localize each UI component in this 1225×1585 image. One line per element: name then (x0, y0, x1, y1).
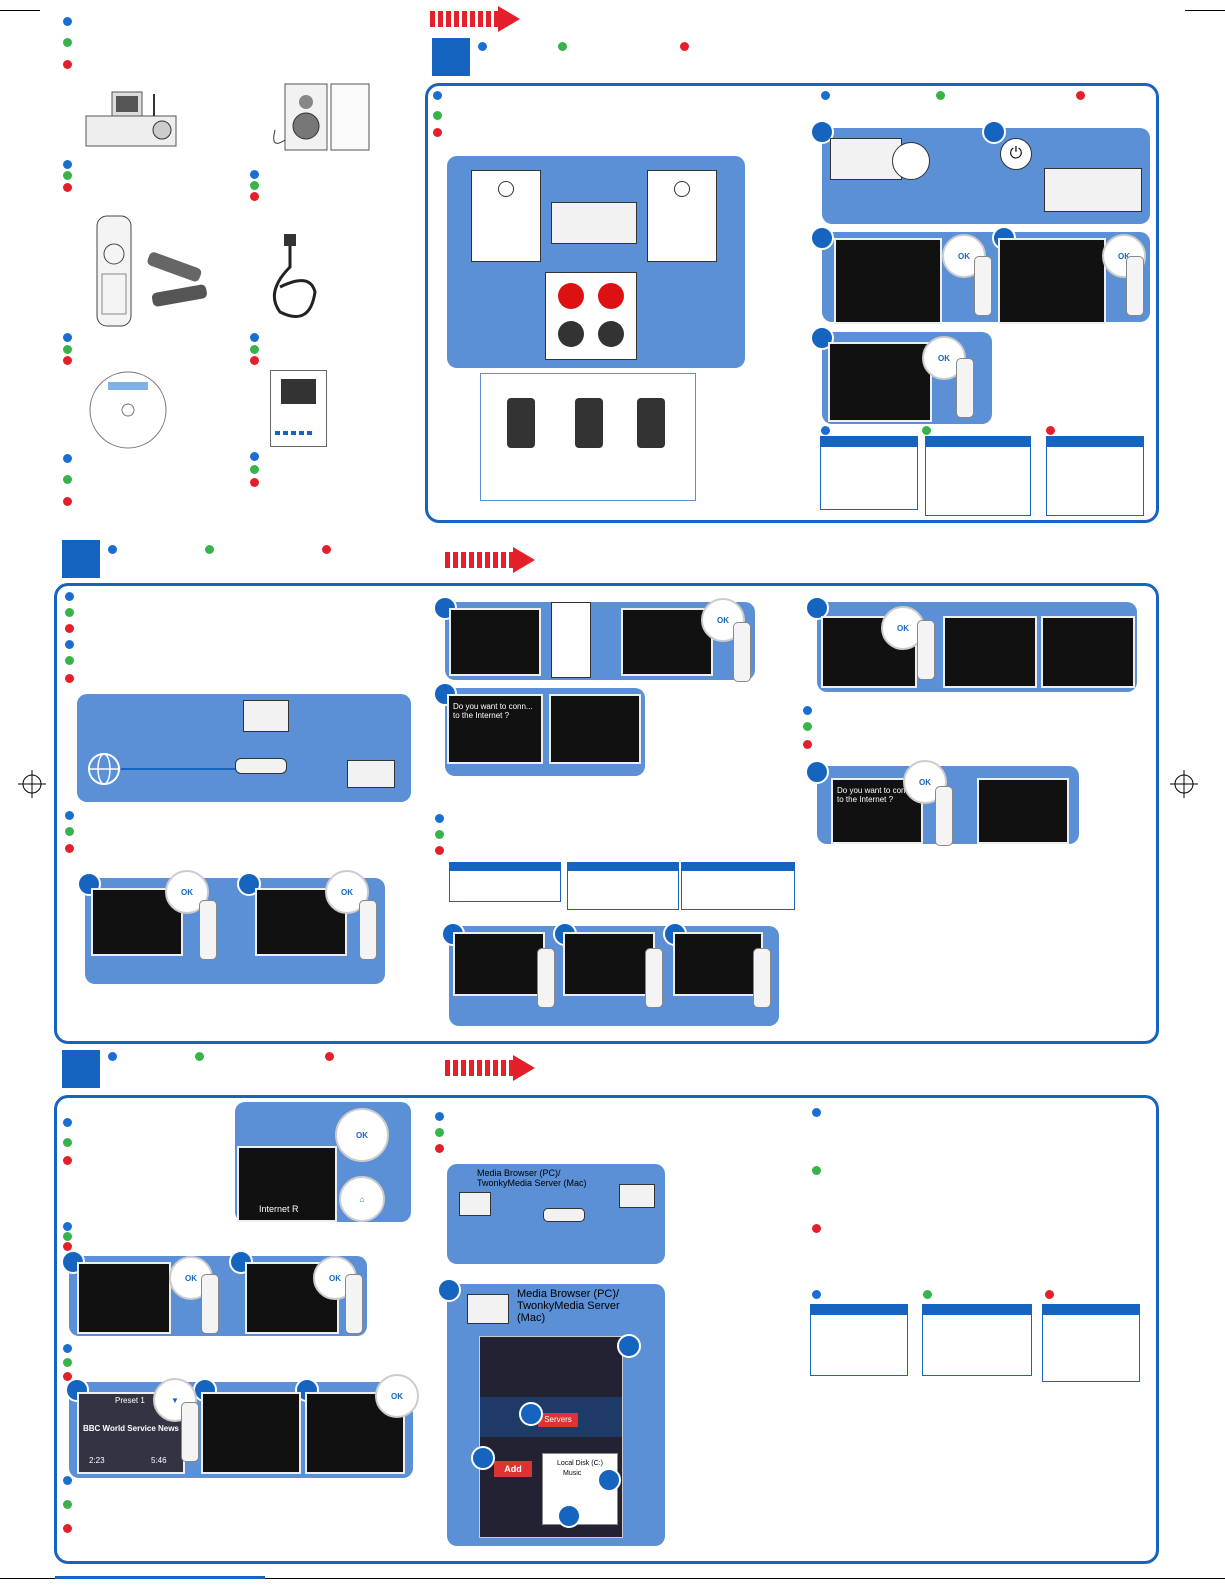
internet-radio-label: Internet R (259, 1204, 299, 1214)
unit-rear (551, 202, 637, 244)
software-window: Servers Add Local Disk (C:) Music (479, 1336, 623, 1538)
password-step-panel: OK (805, 596, 1137, 692)
note-box-es (681, 862, 795, 910)
preset-steps: Preset 1 BBC World Service News 2:23 5:4… (65, 1374, 419, 1478)
power-cable-image (272, 234, 317, 318)
step-1-marker (432, 38, 470, 76)
tip-box-es (1046, 436, 1144, 516)
tip-box-fr (925, 436, 1031, 516)
home-button[interactable]: ⌂ (339, 1176, 385, 1222)
wps-step-panel: OK (433, 596, 755, 682)
music-folder-label[interactable]: Music (563, 1470, 582, 1477)
tip-box-es-2 (1042, 1304, 1140, 1382)
clock-step-panel: OK (810, 326, 992, 424)
connect-dialog-text: Do you want to conn... to the Internet ? (453, 702, 533, 720)
home-screen-panel: Internet R OK ⌂ (235, 1102, 411, 1222)
internet-radio-steps: OK OK (61, 1250, 367, 1336)
crop-mark-bottom-line (0, 1578, 1225, 1579)
network-setup-steps: OK OK (77, 870, 385, 984)
router-image (235, 758, 287, 774)
station-name: BBC World Service News (83, 1424, 179, 1433)
connect-confirm-panel: Do you want to conn... to the Internet ?… (805, 760, 1079, 846)
clock-time: 5:46 (151, 1456, 167, 1465)
step-2-marker (62, 540, 100, 578)
servers-tab[interactable]: Servers (538, 1413, 578, 1427)
note-box-fr (567, 862, 679, 910)
next-arrow (430, 6, 522, 32)
preset-button[interactable]: ▼ (153, 1378, 197, 1422)
elapsed-time: 2:23 (89, 1456, 105, 1465)
network-diagram (77, 694, 411, 802)
play-panel: Internet R OK ⌂ OK OK Preset 1 BBC World… (54, 1095, 1159, 1564)
manual-network-steps (441, 922, 779, 1026)
media-server-caption-2: Media Browser (PC)/ TwonkyMedia Server (… (517, 1288, 620, 1324)
note-box-en (449, 862, 561, 902)
laptop-image (243, 700, 289, 732)
registration-mark-left (18, 770, 46, 798)
remote-control-image (96, 215, 207, 327)
media-server-caption: Media Browser (PC)/ TwonkyMedia Server (… (477, 1168, 587, 1188)
unit-image (347, 760, 395, 788)
preset-label: Preset 1 (115, 1396, 145, 1405)
crop-mark-bottom-blue (55, 1576, 265, 1579)
next-arrow (445, 547, 537, 573)
software-cd-image (89, 371, 167, 449)
step-3-marker (62, 1050, 100, 1088)
connect-confirm-text: Do you want to conn... to the Internet ? (837, 786, 917, 804)
media-server-setup: Media Browser (PC)/ TwonkyMedia Server (… (437, 1278, 665, 1546)
registration-mark-right (1170, 770, 1198, 798)
tip-box-en (820, 436, 918, 510)
ok-dial[interactable]: OK (335, 1108, 389, 1162)
next-arrow (445, 1055, 537, 1081)
tip-box-en-2 (810, 1304, 908, 1376)
globe-icon (88, 753, 120, 785)
network-panel: OK OK OK Do you want to conn... to the I… (54, 583, 1159, 1044)
local-disk-label: Local Disk (C:) (557, 1460, 603, 1467)
tip-box-fr-2 (922, 1304, 1032, 1376)
crop-mark-top-left (0, 0, 40, 11)
main-unit-image (85, 91, 177, 147)
crop-mark-top-right (1185, 0, 1225, 11)
speaker-terminals (545, 272, 637, 360)
media-server-diagram: Media Browser (PC)/ TwonkyMedia Server (… (447, 1164, 665, 1264)
connect-question-panel: Do you want to conn... to the Internet ? (433, 682, 645, 776)
user-manual-image (270, 370, 327, 447)
power-button-icon: ⏻ (1000, 138, 1032, 170)
connect-panel: ⏻ OK OK OK (425, 83, 1159, 523)
speaker-wiring-diagram (447, 156, 745, 368)
right-speaker (647, 170, 717, 262)
language-step-panel: OK OK (810, 226, 1150, 324)
left-speaker (471, 170, 541, 262)
terminal-detail (480, 373, 696, 501)
power-step-panel: ⏻ (810, 120, 1150, 224)
add-button[interactable]: Add (494, 1461, 532, 1477)
speakers-image (273, 83, 370, 151)
